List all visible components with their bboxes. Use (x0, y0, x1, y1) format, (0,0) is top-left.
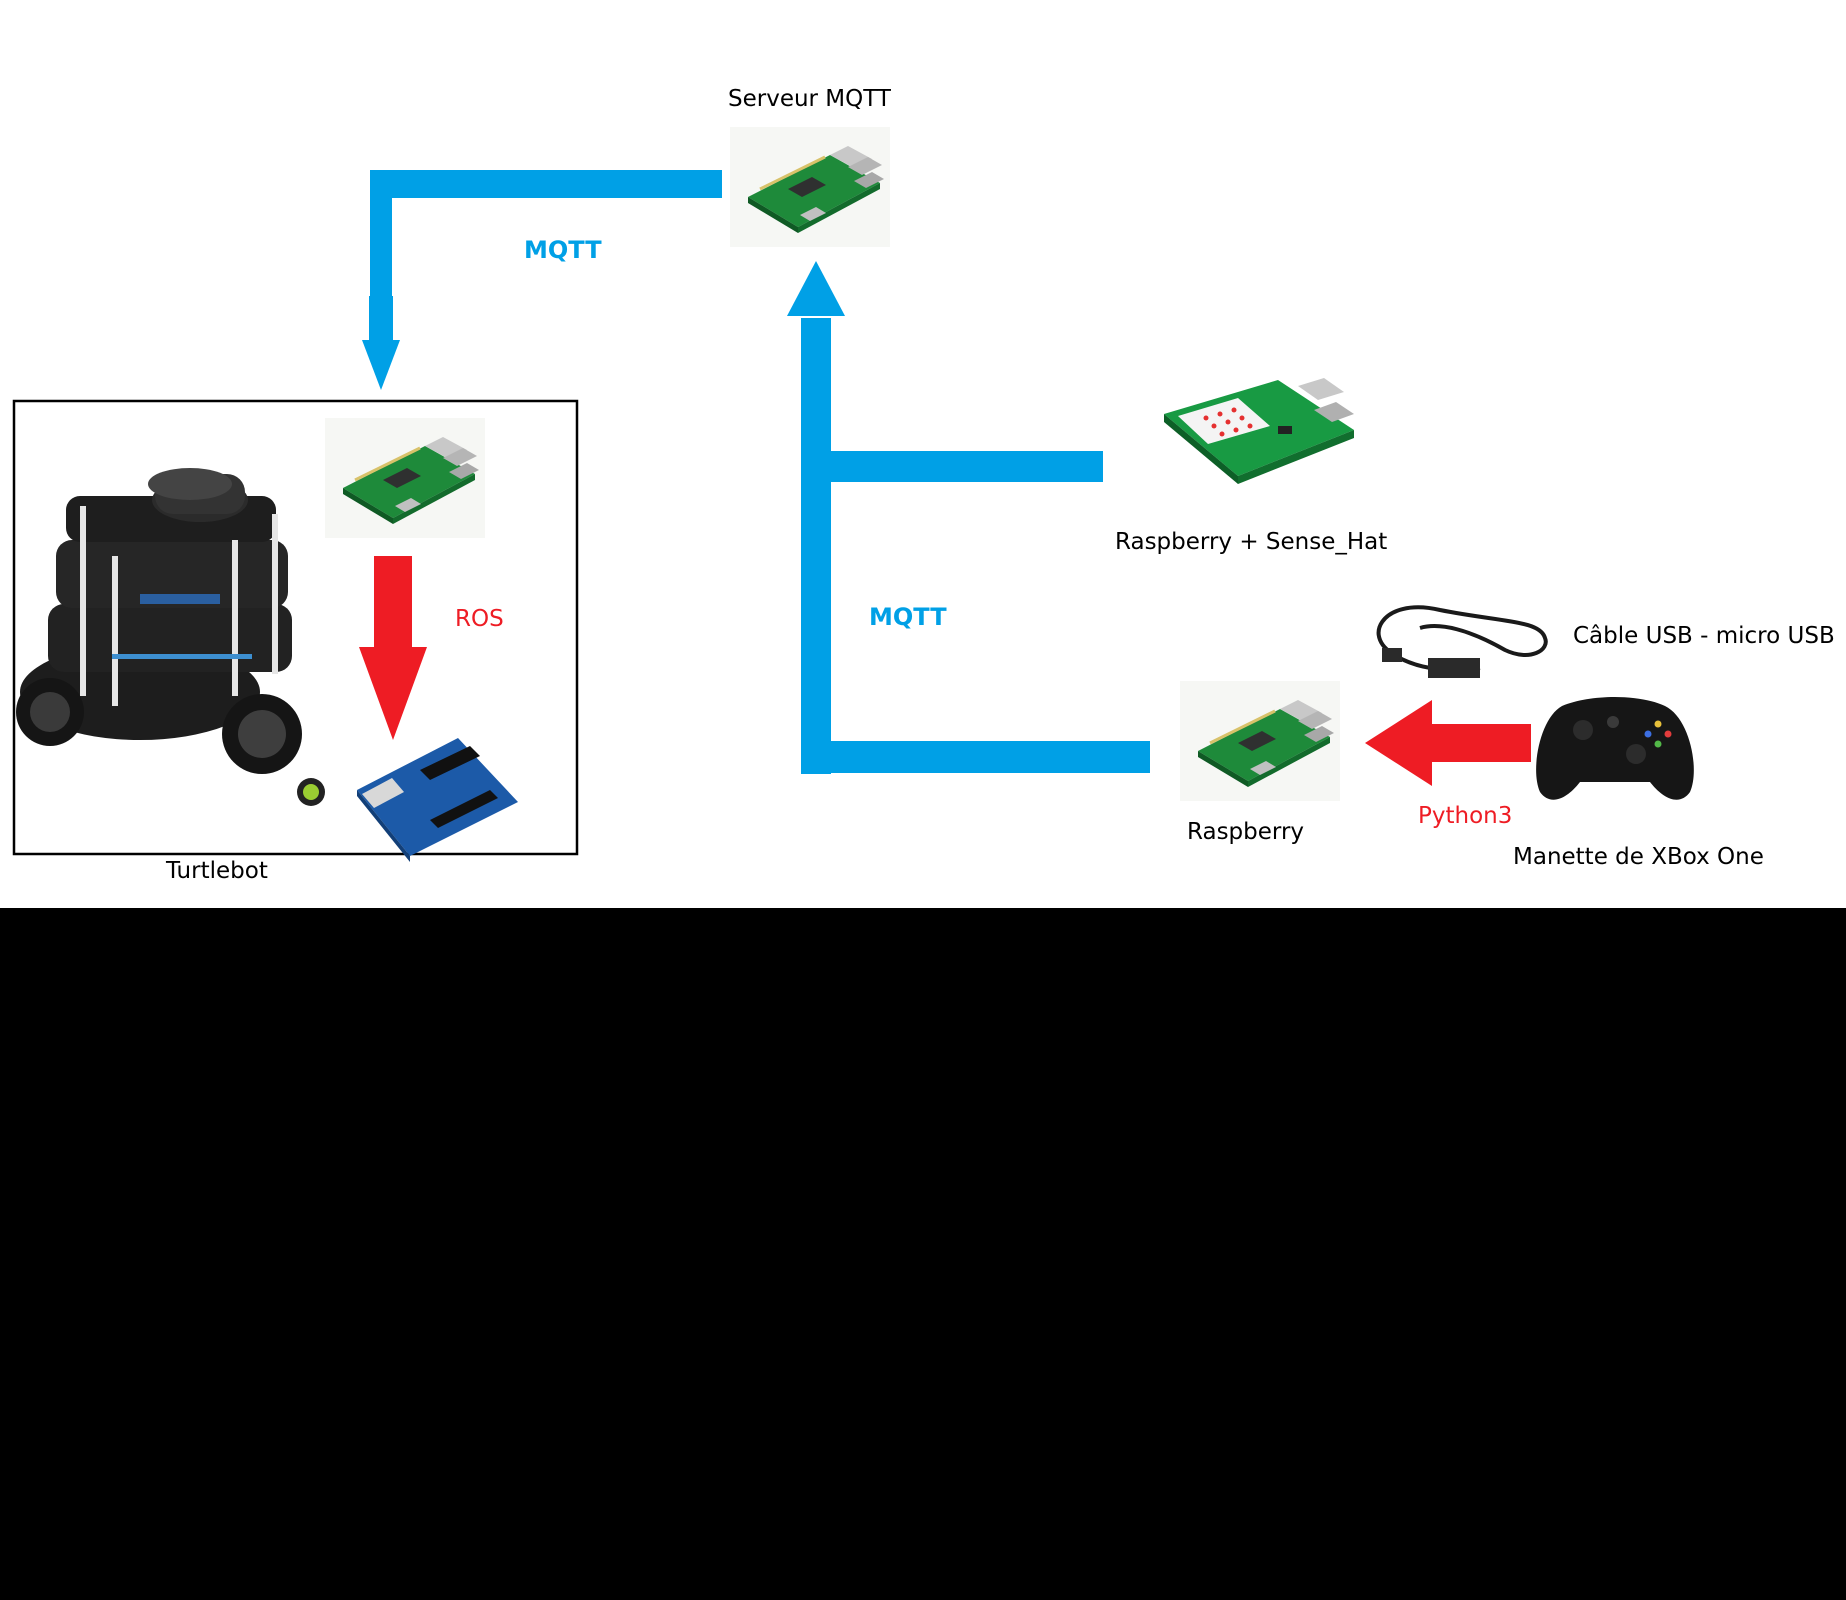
usb-cable-image (1376, 605, 1548, 678)
arduino-image (357, 738, 518, 862)
xbox-controller-image (1536, 697, 1694, 800)
mqtt-top-label: MQTT (524, 236, 602, 264)
turtlebot-rpi-image (323, 416, 487, 540)
python3-label: Python3 (1418, 803, 1513, 829)
sense-hat-image (1158, 366, 1358, 516)
server-rpi-image (728, 125, 892, 249)
sense-hat-label: Raspberry + Sense_Hat (1115, 529, 1388, 555)
usb-cable-label: Câble USB - micro USB (1573, 623, 1835, 649)
turtlebot-frame (12, 399, 579, 856)
python3-arrow (1365, 700, 1531, 786)
diagram-canvas: Serveur MQTT Turtlebot Raspberry + Sense… (0, 0, 1846, 908)
turtlebot-robot-image (16, 468, 302, 774)
raspberry-rpi-image (1178, 679, 1342, 803)
mqtt-right-label: MQTT (869, 603, 947, 631)
controller-label: Manette de XBox One (1513, 844, 1764, 870)
ros-label: ROS (455, 606, 504, 632)
diagram-svg (12, 125, 1694, 862)
turtlebot-logo (297, 778, 325, 806)
turtlebot-label: Turtlebot (166, 858, 268, 884)
raspberry-label: Raspberry (1187, 819, 1305, 845)
mqtt-arrow-to-turtlebot (362, 170, 722, 390)
server-label: Serveur MQTT (728, 86, 891, 112)
ros-arrow (359, 556, 427, 740)
mqtt-arrow-to-server (787, 261, 1150, 774)
